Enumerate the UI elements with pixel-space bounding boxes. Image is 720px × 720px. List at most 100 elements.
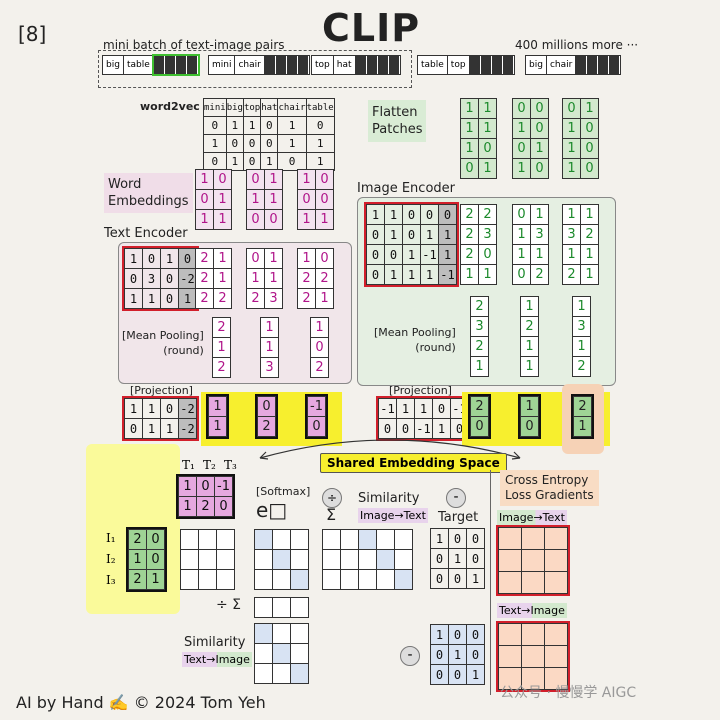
batch-word: chair <box>547 56 577 74</box>
column-sum-row <box>254 597 309 618</box>
t-header: T₃ <box>224 458 237 472</box>
matrix-cell: 1 <box>466 664 485 685</box>
matrix-cell <box>290 597 309 618</box>
matrix-cell: mini <box>203 98 227 117</box>
matrix-cell: 1 <box>225 152 244 171</box>
matrix-cell <box>290 529 309 550</box>
batch-word: top <box>448 56 470 74</box>
matrix-cell: 1 <box>213 209 232 230</box>
batch-word: top <box>312 56 334 74</box>
matrix-cell: 2 <box>460 204 479 225</box>
matrix-cell: 1 <box>402 244 421 265</box>
matrix-cell: 1 <box>208 416 227 437</box>
matrix-cell: 1 <box>225 116 244 135</box>
divide-op: ÷ <box>322 488 342 508</box>
matrix-cell: 2 <box>478 204 497 225</box>
matrix-cell: 1 <box>277 134 307 153</box>
matrix-cell: 1 <box>460 98 479 119</box>
target-label: Target <box>438 510 479 525</box>
matrix-cell: 0 <box>260 134 279 153</box>
matrix-cell <box>290 549 309 570</box>
image-patch-icon <box>576 56 621 74</box>
matrix-cell: 1 <box>213 268 232 289</box>
mini-batch-box <box>98 50 412 88</box>
matrix-cell: 2 <box>315 268 334 289</box>
matrix-cell: 1 <box>203 134 227 153</box>
matrix-cell <box>521 645 545 668</box>
matrix-cell <box>216 549 235 570</box>
batch-label: mini batch of text-image pairs <box>103 38 285 52</box>
exp-op: e□ <box>256 498 288 522</box>
matrix-cell <box>498 667 522 690</box>
matrix-cell: 2 <box>297 288 316 309</box>
matrix-cell <box>180 529 199 550</box>
matrix-cell: -1 <box>414 418 433 439</box>
matrix-cell: 0 <box>124 268 143 289</box>
image-patch-icon <box>264 56 309 74</box>
batch-word: table <box>418 56 448 74</box>
matrix-cell: 1 <box>264 189 283 210</box>
ce-label: Cross Entropy Loss Gradients <box>500 470 599 506</box>
matrix-cell: 1 <box>264 169 283 190</box>
matrix-cell: 0 <box>366 224 385 245</box>
matrix-cell: 1 <box>260 152 279 171</box>
matrix-cell: 1 <box>580 204 599 225</box>
image-encoder-label: Image Encoder <box>357 181 455 196</box>
image-pooling-label: [Mean Pooling] (round) <box>374 326 456 354</box>
matrix-cell: 0 <box>315 189 334 210</box>
matrix-cell: 1 <box>420 264 439 285</box>
matrix-cell: 1 <box>396 398 415 419</box>
matrix-cell: 0 <box>430 568 449 589</box>
matrix-cell: 0 <box>460 158 479 179</box>
matrix-cell: 1 <box>260 337 279 358</box>
matrix-cell: 1 <box>305 134 335 153</box>
shared-space-label: Shared Embedding Space <box>320 453 507 473</box>
matrix-cell: 0 <box>315 248 334 269</box>
matrix-cell: 3 <box>142 268 161 289</box>
matrix-cell: chair <box>277 98 307 117</box>
matrix-cell: -2 <box>178 418 197 439</box>
matrix-cell: 1 <box>512 224 531 245</box>
ce-i2t-matrix <box>496 525 570 596</box>
matrix-cell: 0 <box>530 98 549 119</box>
matrix-cell: 1 <box>315 288 334 309</box>
matrix-cell <box>498 571 522 594</box>
matrix-cell: 0 <box>142 248 161 269</box>
matrix-cell: 0 <box>478 138 497 159</box>
image-patch-icon <box>469 56 514 74</box>
matrix-cell: -2 <box>178 268 197 289</box>
matrix-cell: 1 <box>142 398 161 419</box>
matrix-cell <box>272 597 291 618</box>
matrix-cell <box>216 529 235 550</box>
i-label: I₁ <box>106 531 116 545</box>
matrix-cell: 0 <box>432 398 451 419</box>
image-projection-label: [Projection] <box>389 384 452 397</box>
matrix-cell: 1 <box>572 336 591 357</box>
matrix-cell <box>254 643 273 664</box>
matrix-cell: 0 <box>466 644 485 665</box>
matrix-cell: big <box>225 98 244 117</box>
matrix-cell <box>376 549 395 570</box>
matrix-cell: 0 <box>246 248 265 269</box>
matrix-cell: 0 <box>160 398 179 419</box>
matrix-cell <box>322 549 341 570</box>
minus-op-bottom: - <box>400 646 420 666</box>
matrix-cell: 0 <box>420 204 439 225</box>
matrix-cell: 0 <box>277 152 307 171</box>
matrix-cell: 0 <box>260 116 279 135</box>
matrix-cell: 0 <box>196 476 215 497</box>
matrix-cell: 0 <box>160 268 179 289</box>
matrix-cell: 0 <box>530 118 549 139</box>
matrix-cell: 1 <box>297 209 316 230</box>
matrix-cell: 0 <box>257 396 276 417</box>
matrix-cell: 0 <box>246 209 265 230</box>
